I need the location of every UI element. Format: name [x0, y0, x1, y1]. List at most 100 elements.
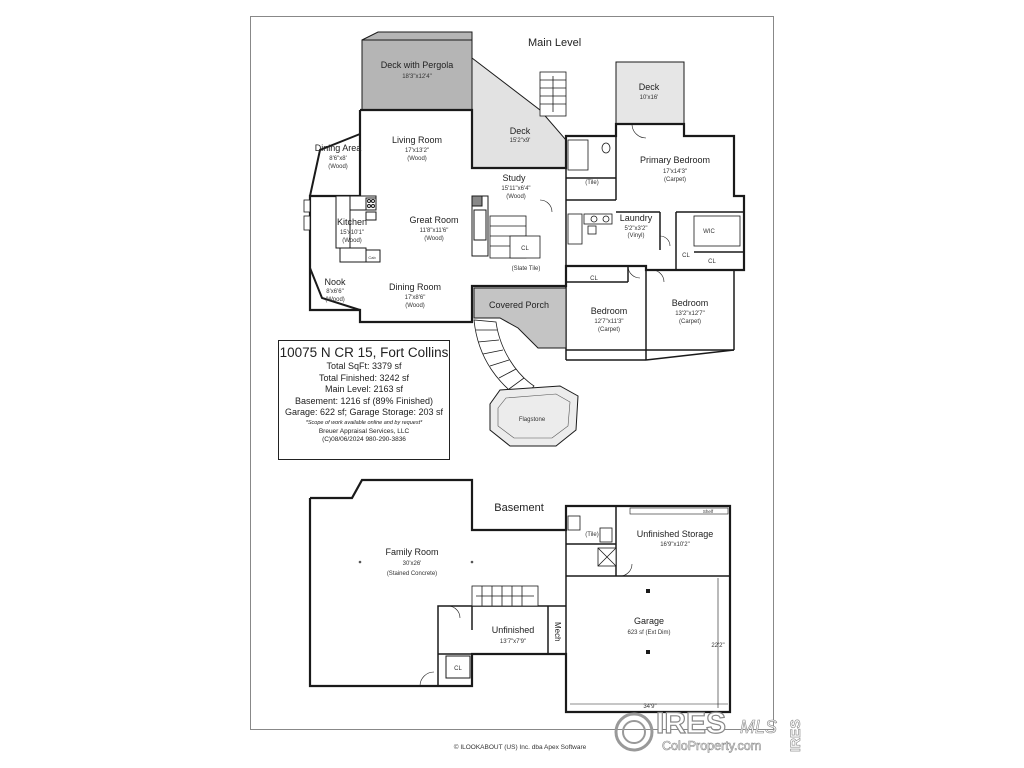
- room-name-deck-middle: Deck: [510, 126, 531, 136]
- storage-shelf: [629, 507, 729, 515]
- room-name-kitchen: Kitchen: [337, 217, 367, 227]
- room-dim-unfinished-storage: 16'9"x10'2": [660, 542, 690, 548]
- room-name-laundry: Laundry: [620, 213, 653, 223]
- deck-pergola-top: [361, 31, 473, 41]
- watermark-brand: IRES: [656, 707, 726, 740]
- room-name-bedroom-2: Bedroom: [672, 298, 709, 308]
- slate-tile-label: (Slate Tile): [512, 266, 541, 272]
- basement-sqft: Basement: 1216 sf (89% Finished): [294, 395, 434, 406]
- tile-label-basement: (Tile): [585, 532, 598, 538]
- ires-watermark: IRES MLS ColoProperty.com IRES: [614, 706, 803, 753]
- room-name-bedroom-1: Bedroom: [591, 306, 628, 316]
- room-name-unfinished-storage: Unfinished Storage: [637, 529, 714, 539]
- shelf-label: Shelf: [703, 509, 714, 514]
- room-floor-family-room: (Stained Concrete): [387, 571, 437, 577]
- property-info-box: 10075 N CR 15, Fort Collins Total SqFt: …: [278, 340, 450, 460]
- room-floor-bedroom-2: (Carpet): [679, 319, 701, 325]
- cl-label-basement: CL: [454, 666, 462, 672]
- basement-stairs: [471, 585, 539, 607]
- kitchen-counters: [335, 195, 381, 263]
- cab-label: Cab: [368, 255, 376, 260]
- basement-closet: [445, 655, 471, 679]
- room-dim-nook: 8'x6'6": [326, 289, 343, 295]
- door-swings-main: [539, 123, 671, 283]
- room-dim-deck-right: 10'x16': [640, 95, 659, 101]
- main-level-sqft: Main Level: 2163 sf: [324, 384, 404, 394]
- cl-label-stairs: CL: [521, 246, 529, 252]
- deck-right-area: [615, 61, 685, 125]
- covered-porch-area: [473, 287, 567, 349]
- total-finished: Total Finished: 3242 sf: [318, 372, 410, 383]
- room-floor-laundry: (Vinyl): [628, 233, 645, 239]
- room-dim-bedroom-1: 12'7"x11'3": [594, 319, 623, 325]
- interior-stairs: [489, 215, 541, 259]
- room-floor-bedroom-1: (Carpet): [598, 327, 620, 333]
- cl-label-primary: CL: [682, 253, 690, 259]
- flagstone-inner: [497, 393, 571, 439]
- room-floor-nook: (Wood): [325, 297, 345, 303]
- room-name-deck-right: Deck: [639, 82, 660, 92]
- basement-outline: [308, 478, 732, 714]
- room-dim-bedroom-2: 13'2"x12'7": [675, 311, 705, 317]
- room-dim-garage: 623 sf (Ext Dim): [627, 630, 670, 636]
- room-dim-deck-pergola: 18'3"x12'4": [402, 74, 432, 80]
- bath-fixtures: [567, 139, 613, 245]
- flagstone-patio: [489, 385, 579, 447]
- basement-title: Basement: [494, 502, 544, 514]
- room-dim-deck-middle: 15'2"x9': [510, 138, 531, 144]
- room-dim-dining-room: 17'x8'6": [405, 295, 426, 301]
- room-dim-study: 15'11"x6'4": [501, 186, 530, 192]
- wic-room: [693, 215, 741, 247]
- room-floor-living-room: (Wood): [407, 156, 427, 162]
- mech-label: Mech: [553, 622, 562, 642]
- room-name-great-room: Great Room: [409, 215, 458, 225]
- garage-post-1: [646, 589, 650, 593]
- watermark-mls: MLS: [740, 717, 777, 737]
- cl-label-wic: CL: [708, 259, 716, 265]
- curved-porch-stairs: [473, 319, 535, 401]
- appraisal-company: Breuer Appraisal Services, LLC: [318, 427, 410, 435]
- room-floor-dining-area: (Wood): [328, 164, 348, 170]
- room-dim-family-room: 30'x26': [403, 561, 422, 567]
- garage-post-2: [646, 650, 650, 654]
- total-sqft: Total SqFt: 3379 sf: [326, 361, 402, 371]
- scope-note: *Scope of work available online and by r…: [305, 419, 423, 426]
- nook-bay-wall: [309, 267, 361, 311]
- room-name-primary-bedroom: Primary Bedroom: [640, 155, 710, 165]
- main-interior-walls: [565, 136, 744, 361]
- garage-width-dim: 34'9": [643, 704, 656, 710]
- room-dim-great-room: 11'8"x11'6": [420, 228, 449, 234]
- room-name-study: Study: [502, 173, 526, 183]
- main-level-title: Main Level: [528, 37, 581, 49]
- room-floor-great-room: (Wood): [424, 236, 444, 242]
- room-name-nook: Nook: [324, 277, 346, 287]
- room-floor-kitchen: (Wood): [342, 238, 362, 244]
- room-name-unfinished: Unfinished: [492, 625, 535, 635]
- basement-bath-fixtures: [567, 515, 617, 567]
- garage-height-dim: 22'2": [711, 643, 724, 649]
- wic-label: WIC: [703, 229, 715, 235]
- family-room-posts: [358, 560, 474, 564]
- room-name-deck-pergola: Deck with Pergola: [381, 60, 454, 70]
- room-name-dining-room: Dining Room: [389, 282, 441, 292]
- room-name-garage: Garage: [634, 616, 664, 626]
- watermark-side-brand: IRES: [787, 719, 803, 752]
- room-dim-unfinished: 13'7"x7'9": [500, 639, 526, 645]
- deck-stairs: [539, 71, 567, 117]
- room-name-family-room: Family Room: [385, 547, 438, 557]
- door-swings-basement: [419, 563, 633, 687]
- tile-label-main: (Tile): [585, 180, 598, 186]
- software-credit: © ILOOKABOUT (US) Inc. dba Apex Software: [453, 744, 587, 751]
- room-name-living-room: Living Room: [392, 135, 442, 145]
- cl-label-bedroom: CL: [590, 276, 598, 282]
- dining-bay-wall: [309, 133, 361, 197]
- watermark-globe-icon: [614, 712, 654, 752]
- flagstone-label: Flagstone: [519, 417, 546, 423]
- room-dim-dining-area: 8'6"x8': [329, 156, 346, 162]
- room-floor-primary-bedroom: (Carpet): [664, 177, 686, 183]
- windows-left: [303, 199, 311, 231]
- room-floor-study: (Wood): [506, 194, 526, 200]
- room-dim-laundry: 5'2"x3'2": [625, 226, 648, 232]
- property-address: 10075 N CR 15, Fort Collins: [279, 345, 449, 360]
